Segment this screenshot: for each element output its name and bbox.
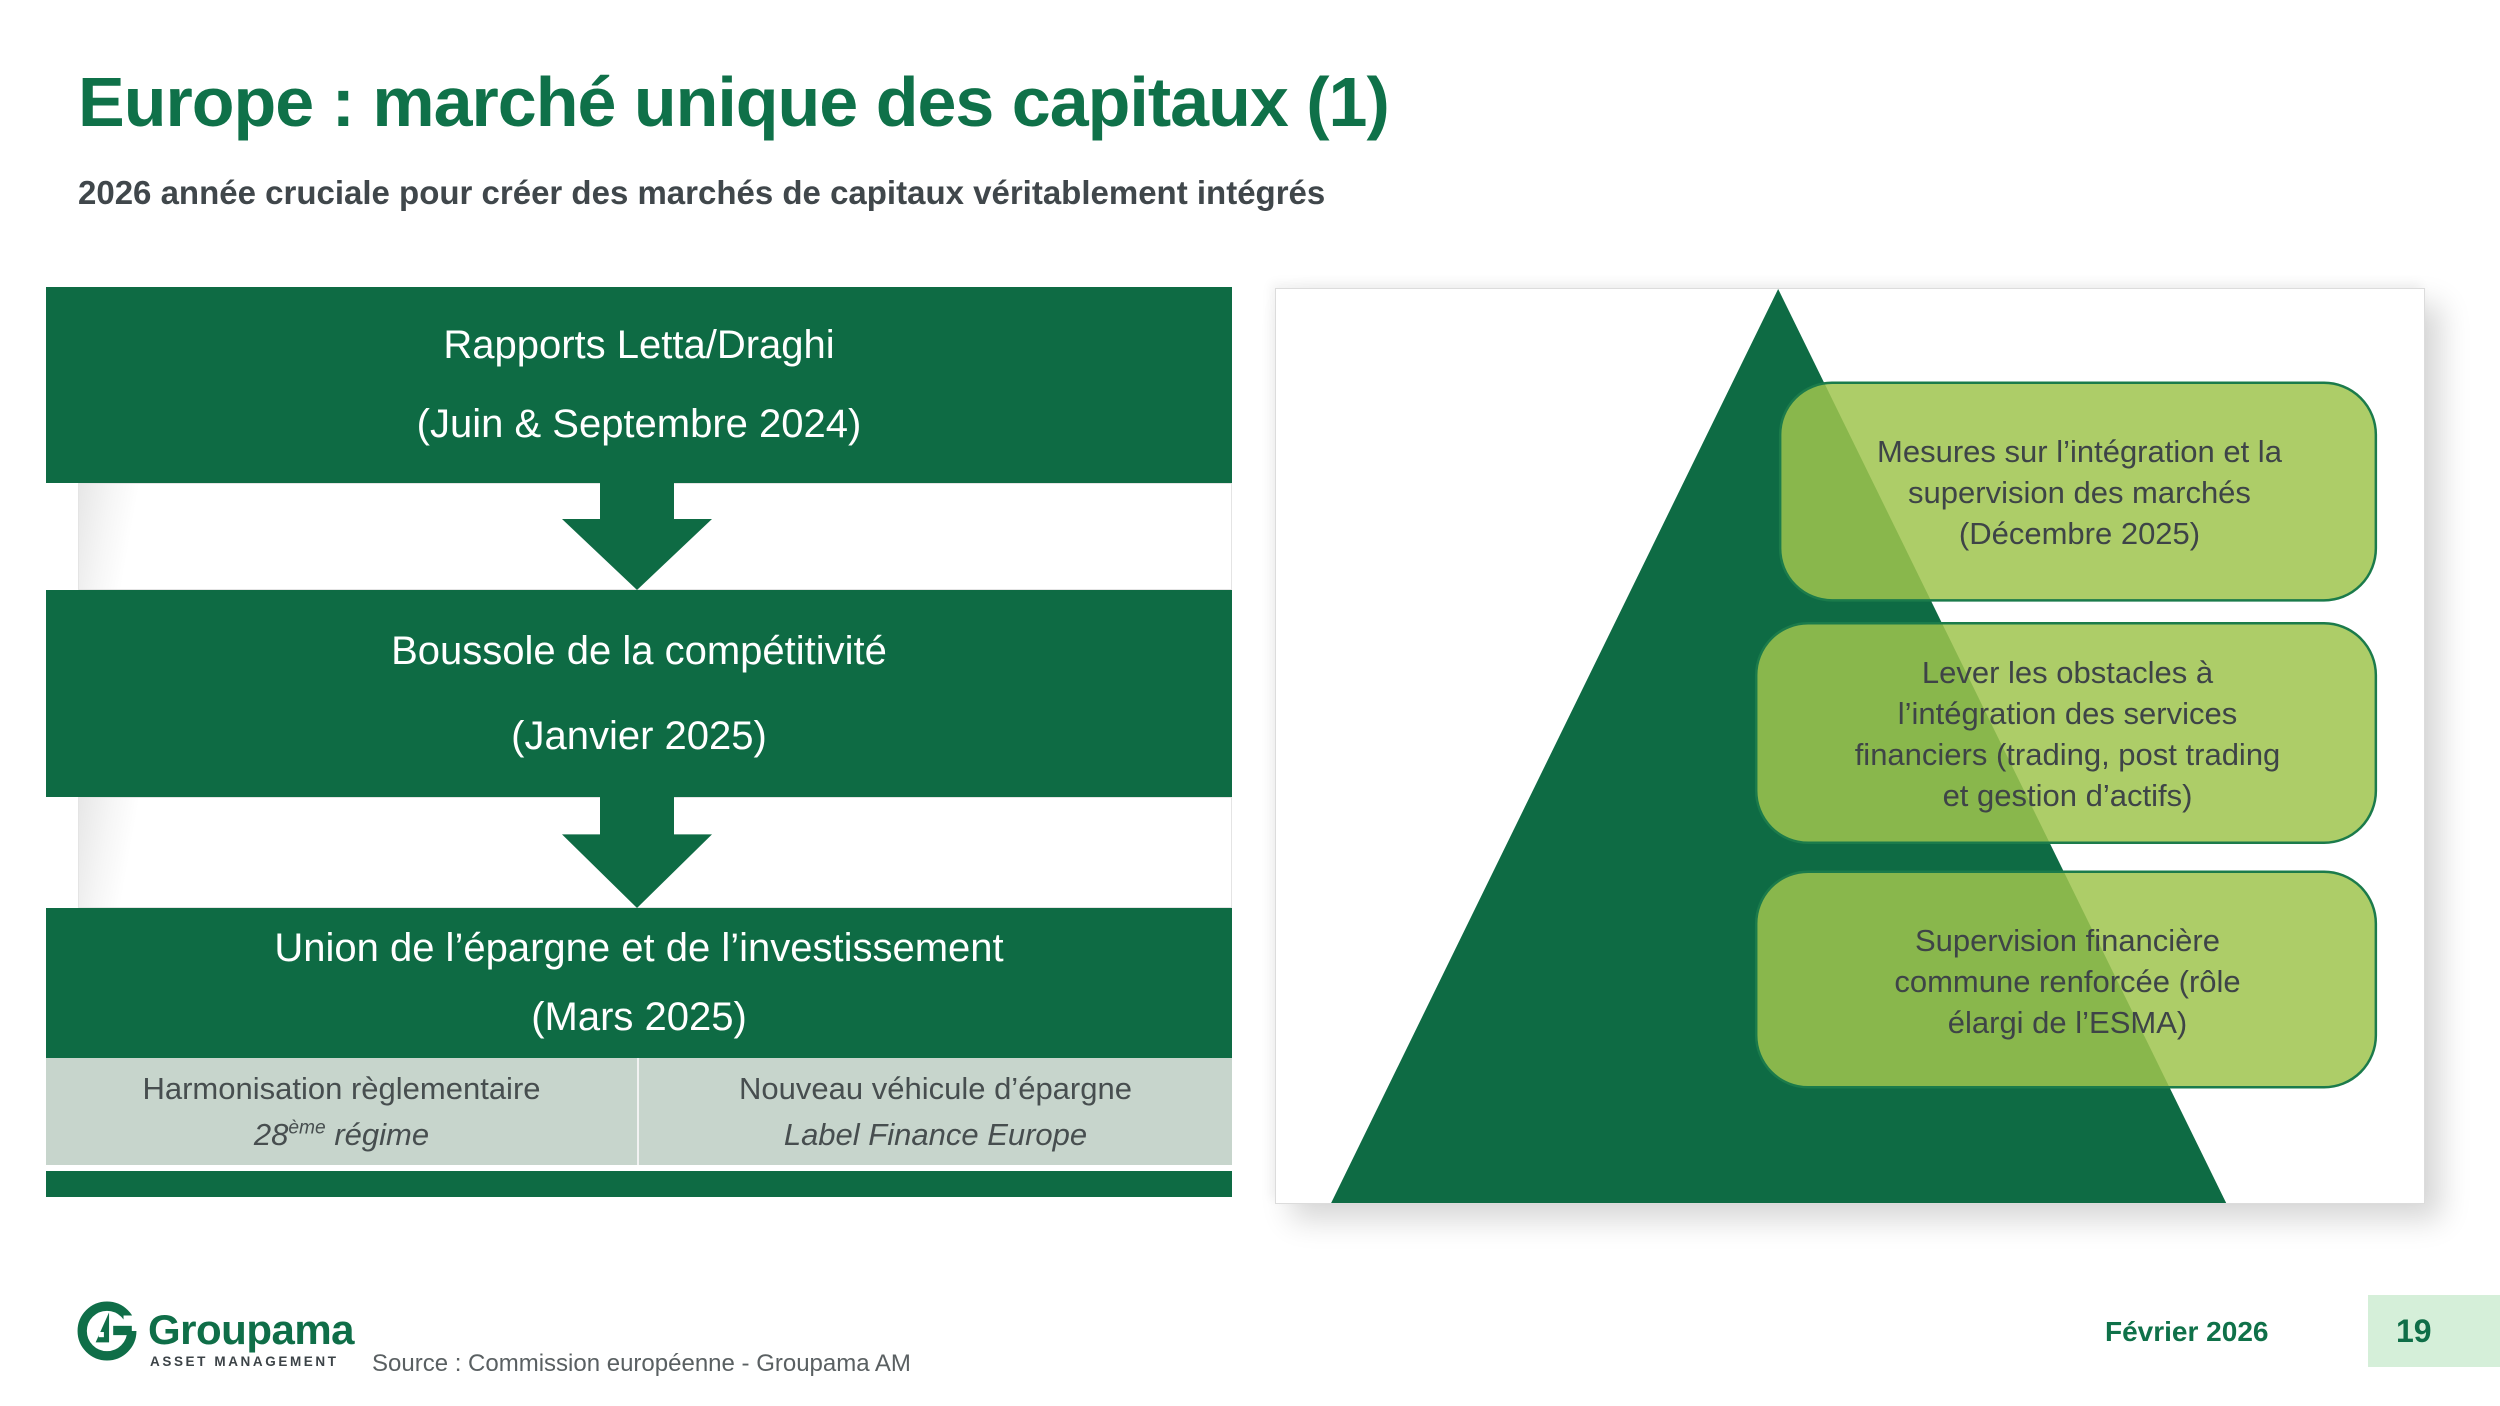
slide-title: Europe : marché unique des capitaux (1): [78, 63, 1390, 141]
measure-box-line: supervision des marchés: [1908, 474, 2251, 510]
measure-box-shape: [1754, 622, 2378, 845]
measure-box-shape: [1778, 381, 2378, 602]
page-number-badge: 19: [2368, 1295, 2500, 1367]
measure-box-line: Supervision financière: [1914, 922, 2220, 958]
groupama-logo-icon: [77, 1301, 138, 1361]
footnote-detail-num: 28: [253, 1116, 289, 1152]
measure-box-line: l’intégration des services: [1897, 696, 2238, 731]
page-number: 19: [2396, 1312, 2432, 1349]
groupama-wordmark: Groupama: [148, 1306, 355, 1353]
footnote-cell-left: Harmonisation règlementaire 28ème régime: [46, 1058, 639, 1165]
pyramid-shape: [1331, 289, 2378, 1203]
footnote-title: Harmonisation règlementaire: [142, 1070, 541, 1106]
footnote-detail-sup: ème: [288, 1117, 326, 1139]
measure-box-line: Lever les obstacles à: [1921, 655, 2214, 690]
flow-box-boussole: Boussole de la compétitivité (Janvier 20…: [46, 590, 1232, 797]
footnote-cell-right: Nouveau véhicule d’épargne Label Finance…: [639, 1058, 1232, 1165]
footnote-title: Nouveau véhicule d’épargne: [739, 1070, 1132, 1106]
flow-box-line: (Mars 2025): [531, 995, 747, 1039]
measure-box-line: (Décembre 2025): [1958, 515, 2201, 551]
flow-box-line: (Juin & Septembre 2024): [416, 402, 862, 446]
slide-subtitle: 2026 année cruciale pour créer des march…: [78, 174, 1326, 211]
flow-box-line: Union de l’épargne et de l’investissemen…: [274, 926, 1004, 970]
measure-box-1: Mesures sur l’intégration et la supervis…: [1781, 383, 2378, 601]
bottom-green-bar: [46, 1171, 1232, 1197]
measure-box-3: Supervision financière commune renforcée…: [1757, 873, 2378, 1089]
footnote-detail: Label Finance Europe: [783, 1116, 1088, 1152]
date-text: Février 2026: [2105, 1316, 2269, 1347]
flow-box-rapports: Rapports Letta/Draghi (Juin & Septembre …: [46, 287, 1232, 483]
footnote-detail-rest: régime: [325, 1116, 430, 1152]
flow-box-line: Rapports Letta/Draghi: [443, 323, 835, 367]
footnote-detail: 28ème régime: [254, 1117, 429, 1153]
measure-box-line: Mesures sur l’intégration et la: [1877, 433, 2282, 469]
down-arrow-icon: [562, 483, 712, 590]
measure-box-line: et gestion d’actifs): [1942, 778, 2193, 813]
groupama-asset-management-label: ASSET MANAGEMENT: [150, 1354, 339, 1369]
source-text: Source : Commission européenne - Groupam…: [372, 1350, 911, 1377]
flow-box-union: Union de l’épargne et de l’investissemen…: [46, 908, 1232, 1058]
measure-box-shape: [1754, 870, 2378, 1089]
footnote-row: Harmonisation règlementaire 28ème régime…: [46, 1058, 1232, 1165]
flow-box-line: (Janvier 2025): [511, 713, 767, 758]
measure-box-line: élargi de l’ESMA): [1947, 1004, 2188, 1040]
measure-box-2: Lever les obstacles à l’intégration des …: [1757, 624, 2378, 844]
measure-box-line: commune renforcée (rôle: [1894, 963, 2241, 999]
pyramid-card: Mesures sur l’intégration et la supervis…: [1275, 288, 2425, 1204]
down-arrow-icon: [562, 797, 712, 908]
measure-box-line: financiers (trading, post trading: [1854, 737, 2281, 772]
flow-box-line: Boussole de la compétitivité: [391, 628, 887, 673]
